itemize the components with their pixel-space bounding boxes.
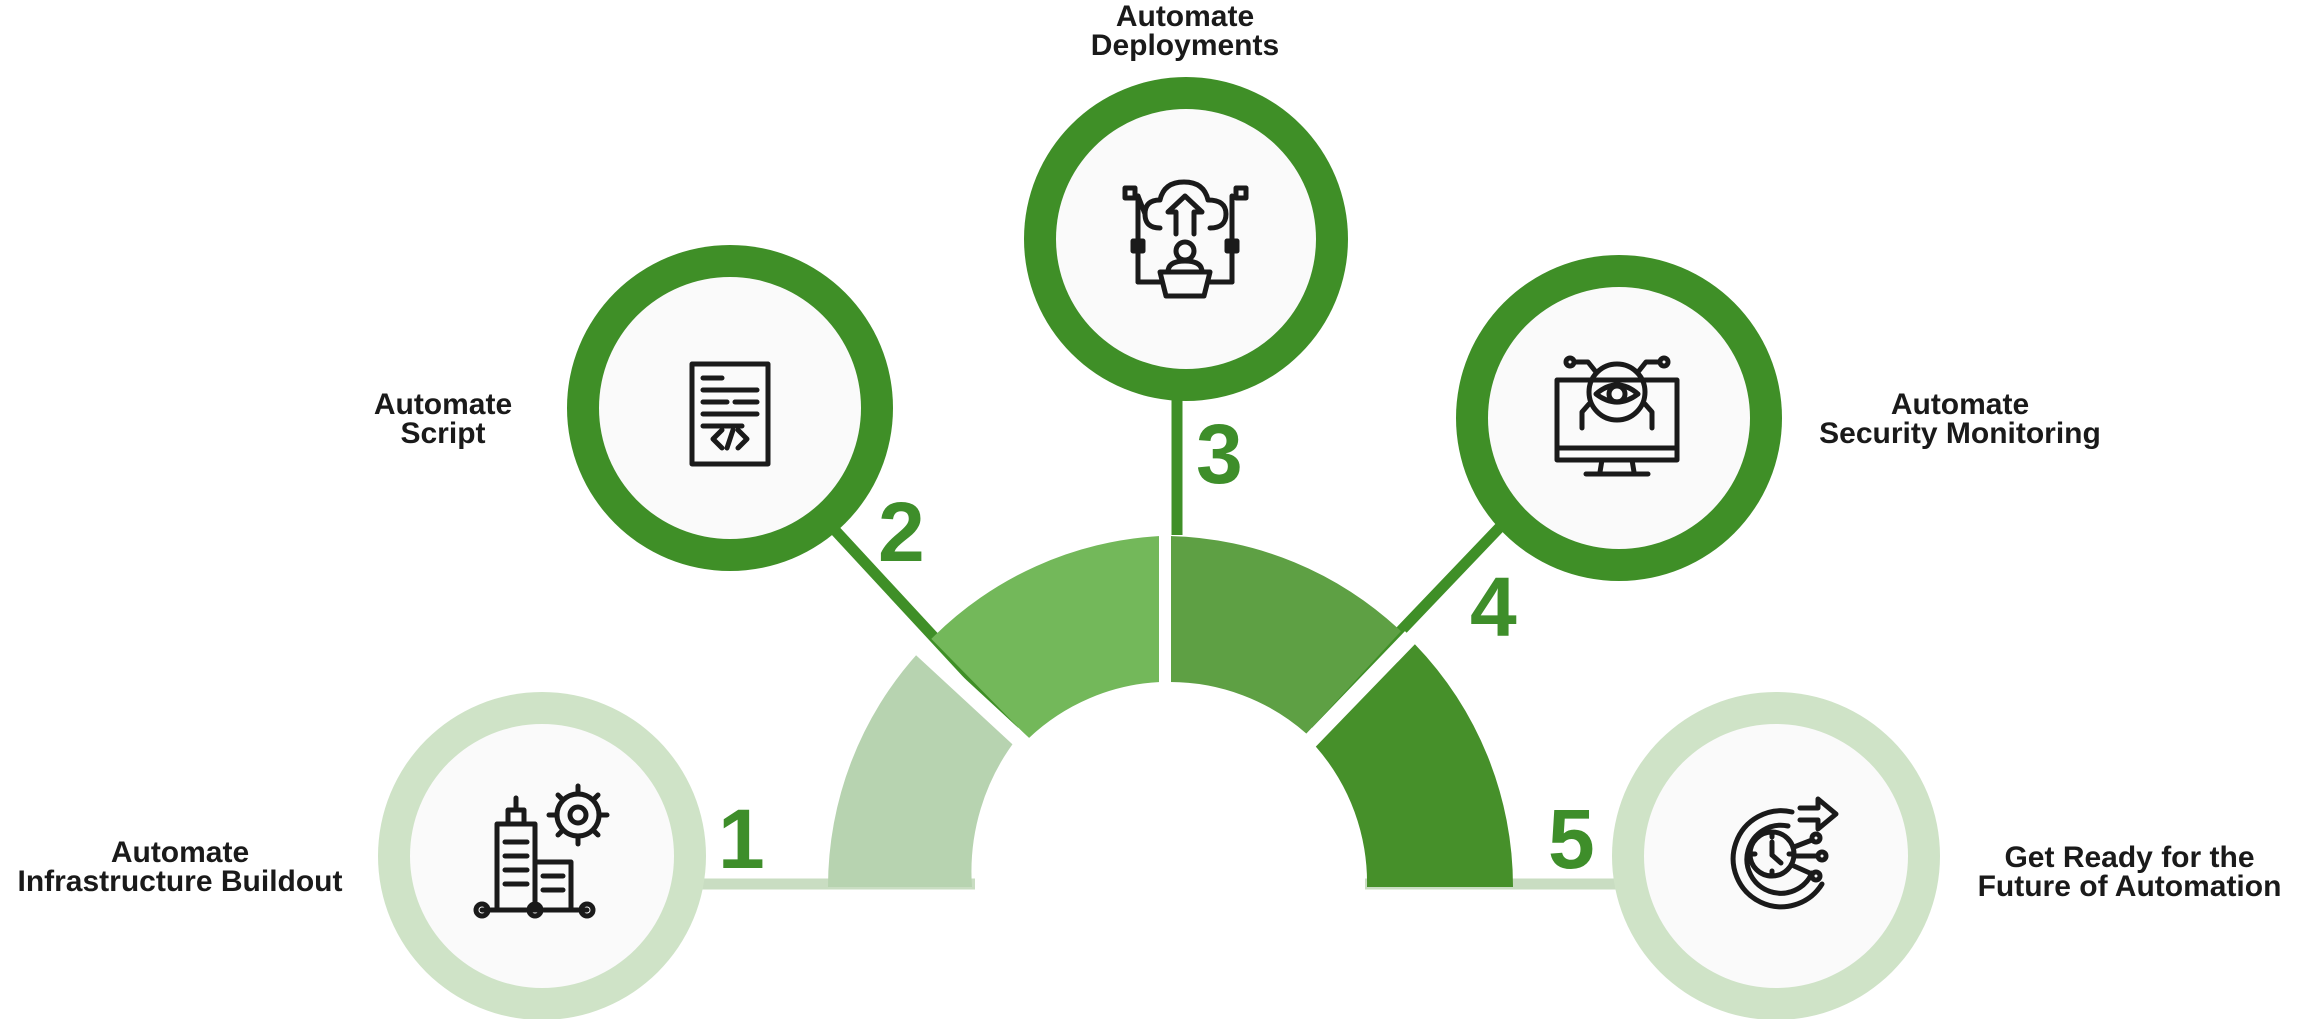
step-label-1-line1: Automate (110, 836, 250, 869)
step-label-3-line1: Automate (1115, 0, 1255, 33)
step-label-2-line1: Automate (373, 388, 513, 421)
step-label-4-line1: Automate (1890, 388, 2030, 421)
step-number-5: 5 (1548, 792, 1595, 886)
clock-arrow-icon (1730, 796, 1839, 910)
step-label-2-line2: Script (400, 417, 486, 450)
arc-separator-3 (1304, 631, 1416, 745)
step-label-3-line2: Deployments (1090, 29, 1280, 62)
step-label-5: Get Ready for the Future of Automation (1955, 841, 2304, 903)
step-label-2: Automate Script (368, 388, 518, 450)
arc-segment-2 (931, 536, 1160, 739)
step-circle-1 (378, 692, 706, 1019)
step-label-5-line2: Future of Automation (1977, 870, 2282, 903)
step-label-4: Automate Security Monitoring (1800, 388, 2120, 450)
step-number-2: 2 (878, 485, 925, 579)
step-circle-3 (1024, 77, 1348, 401)
arc-segment-4 (1315, 644, 1513, 887)
step-label-4-line2: Security Monitoring (1819, 417, 2101, 450)
step-label-3: Automate Deployments (1060, 0, 1310, 62)
cloud-deploy-icon (1122, 179, 1249, 299)
step-number-1: 1 (718, 792, 765, 886)
monitor-eye-icon (1554, 355, 1680, 477)
building-gear-icon (473, 783, 610, 919)
step-label-1: Automate Infrastructure Buildout (0, 836, 360, 898)
arc-segment-3 (1170, 536, 1401, 734)
step-label-1-line2: Infrastructure Buildout (17, 865, 343, 898)
step-number-4: 4 (1470, 560, 1517, 654)
arc-separator-1 (914, 642, 1031, 751)
step-number-3: 3 (1196, 407, 1243, 501)
progress-arc (828, 528, 1513, 887)
step-circle-2 (567, 245, 893, 571)
code-document-icon (689, 361, 771, 467)
arc-segment-1 (828, 652, 1017, 887)
step-label-5-line1: Get Ready for the (2004, 841, 2255, 874)
